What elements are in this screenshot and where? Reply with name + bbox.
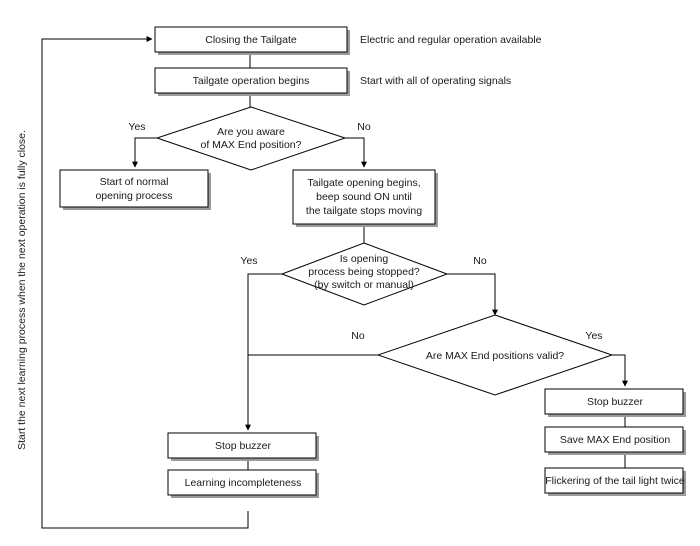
edge-label-valid-yes: Yes [585,330,602,342]
edge-label-aware-yes: Yes [128,121,145,133]
edge-label-stopped-yes: Yes [240,255,257,267]
edge-label-aware-no: No [357,121,371,133]
connector-valid-yes [612,354,628,387]
node-label: Closing the Tailgate [205,34,297,46]
node-max-end-valid-decision[interactable]: Are MAX End positions valid? [376,314,614,396]
node-label-line1: Are you aware [217,126,285,138]
node-label: Stop buzzer [215,440,272,452]
node-tailgate-opening-begins[interactable]: Tailgate opening begins, beep sound ON u… [292,169,438,227]
annotation-vertical-note: Start the next learning process when the… [16,130,28,450]
node-label: Stop buzzer [587,396,644,408]
node-start-of-normal-opening[interactable]: Start of normal opening process [59,169,211,210]
node-learning-incompleteness[interactable]: Learning incompleteness [167,469,319,498]
connector-feedback-loop [41,36,249,529]
node-stop-buzzer-right[interactable]: Stop buzzer [544,388,686,417]
node-label-line3: (by switch or manual) [314,279,414,291]
connector-stopped-yes [245,273,282,431]
node-label-line1: Is opening [340,253,389,265]
annotation-electric-operation: Electric and regular operation available [360,34,542,46]
node-label: Are MAX End positions valid? [426,350,564,362]
edge-label-stopped-no: No [473,255,487,267]
annotation-start-signals: Start with all of operating signals [360,75,511,87]
node-tailgate-operation-begins[interactable]: Tailgate operation begins [154,67,350,96]
node-label-line2: of MAX End position? [201,139,302,151]
node-label: Tailgate operation begins [193,75,310,87]
node-save-max-end-position[interactable]: Save MAX End position [544,426,686,455]
node-label-line1: Tailgate opening begins, [307,177,420,189]
node-opening-stopped-decision[interactable]: Is opening process being stopped? (by sw… [280,242,449,306]
node-flickering-tail-light[interactable]: Flickering of the tail light twice [544,467,686,496]
node-label: Save MAX End position [560,434,670,446]
edge-label-valid-no: No [351,330,365,342]
node-label-line2: beep sound ON until [316,191,412,203]
connector-stopped-no [447,273,498,316]
connector-aware-yes [132,137,157,168]
node-label: Flickering of the tail light twice [545,475,685,487]
node-aware-max-end-decision[interactable]: Are you aware of MAX End position? [155,106,347,171]
node-label-line2: opening process [95,190,172,202]
node-closing-the-tailgate[interactable]: Closing the Tailgate [154,26,350,55]
node-stop-buzzer-left[interactable]: Stop buzzer [167,432,319,461]
node-label-line1: Start of normal [100,176,169,188]
connector-aware-no [345,137,367,168]
node-label-line2: process being stopped? [308,266,420,278]
node-label-line3: the tailgate stops moving [306,205,422,217]
node-label: Learning incompleteness [185,477,302,489]
